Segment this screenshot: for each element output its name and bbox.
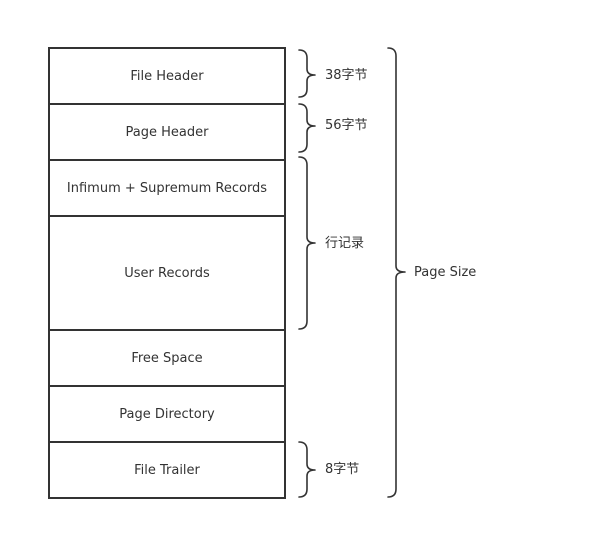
brace-page-size xyxy=(387,47,406,498)
section-label: File Trailer xyxy=(134,462,200,478)
brace-page-header xyxy=(298,103,316,153)
section-file-header: File Header xyxy=(48,47,286,104)
file-trailer-size-label: 8字节 xyxy=(325,462,360,477)
section-label: Infimum + Supremum Records xyxy=(66,181,268,196)
file-header-size-label: 38字节 xyxy=(325,68,368,83)
section-user-records: User Records xyxy=(48,215,286,330)
section-label: User Records xyxy=(124,266,210,281)
page-header-size-label: 56字节 xyxy=(325,118,368,133)
section-label: File Header xyxy=(130,69,204,84)
section-label: Free Space xyxy=(131,351,203,366)
section-infimum-supremum: Infimum + Supremum Records xyxy=(48,159,286,216)
section-free-space: Free Space xyxy=(48,329,286,386)
section-label: Page Directory xyxy=(119,407,215,422)
brace-file-trailer xyxy=(298,441,316,498)
section-label: Page Header xyxy=(125,125,209,140)
row-records-label: 行记录 xyxy=(325,236,365,251)
section-file-trailer: File Trailer xyxy=(48,441,286,499)
page-size-label: Page Size xyxy=(414,265,477,280)
brace-row-records xyxy=(298,156,316,330)
section-page-header: Page Header xyxy=(48,103,286,160)
brace-file-header xyxy=(298,49,316,98)
section-page-directory: Page Directory xyxy=(48,385,286,442)
